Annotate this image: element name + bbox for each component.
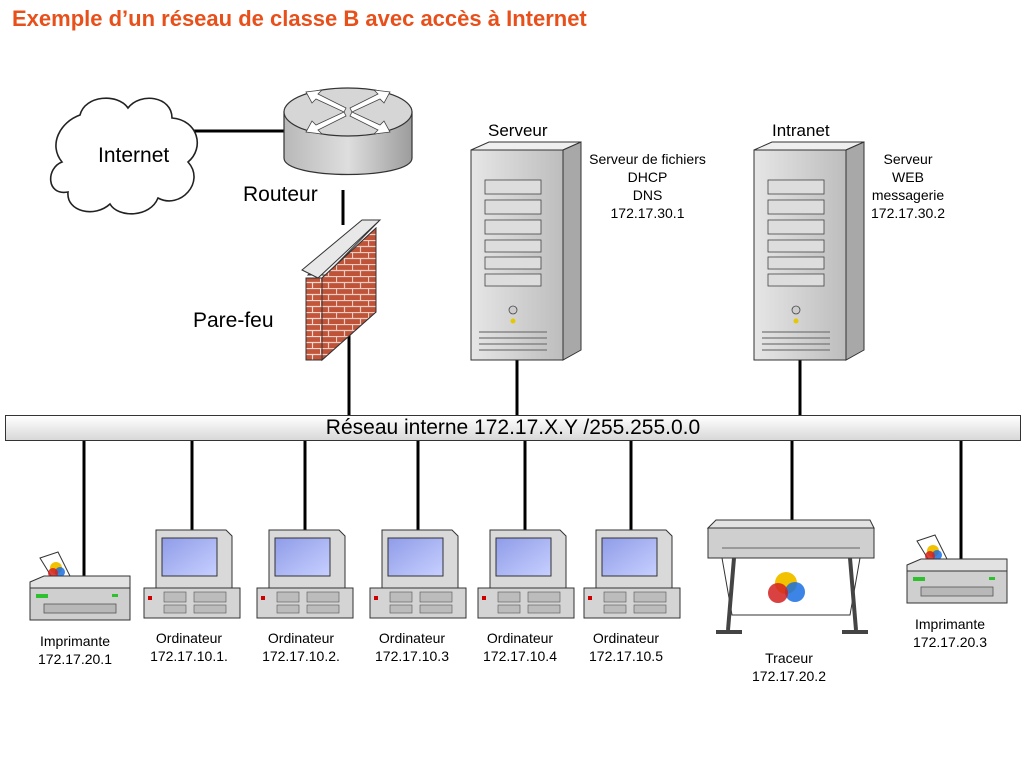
device-label-plotter: Traceur 172.17.20.2 <box>734 649 844 685</box>
page-title: Exemple d’un réseau de classe B avec acc… <box>12 6 587 31</box>
plotter-icon <box>706 519 875 634</box>
computer-icon-5 <box>583 529 681 619</box>
device-name: Ordinateur <box>155 630 223 646</box>
firewall-icon <box>301 219 382 362</box>
server-details: Serveur de fichiers DHCP DNS 172.17.30.1 <box>570 150 725 222</box>
device-label-computer-1: Ordinateur 172.17.10.1. <box>134 629 244 665</box>
device-name: Ordinateur <box>486 630 554 646</box>
device-name: Imprimante <box>914 616 986 632</box>
computer-icon-4 <box>477 529 575 619</box>
connection-lines <box>82 129 963 582</box>
device-name: Ordinateur <box>267 630 335 646</box>
device-ip: 172.17.20.3 <box>913 634 987 650</box>
internal-network-bus: Réseau interne 172.17.X.Y /255.255.0.0 <box>5 415 1021 441</box>
server-detail-line: Serveur de fichiers <box>589 151 706 167</box>
device-ip: 172.17.20.1 <box>38 651 112 667</box>
device-ip: 172.17.10.1. <box>150 648 228 664</box>
device-label-computer-4: Ordinateur 172.17.10.4 <box>465 629 575 665</box>
intranet-detail-line: Serveur <box>883 151 933 167</box>
server-detail-line: DNS <box>632 187 663 203</box>
intranet-detail-line: WEB <box>892 169 924 185</box>
server-title: Serveur <box>488 121 548 140</box>
internet-cloud-icon <box>49 97 198 215</box>
intranet-details: Serveur WEB messagerie 172.17.30.2 <box>858 150 958 222</box>
server-tower-icon <box>470 141 582 361</box>
device-label-computer-3: Ordinateur 172.17.10.3 <box>357 629 467 665</box>
device-ip: 172.17.10.2. <box>262 648 340 664</box>
server-ip: 172.17.30.1 <box>610 205 685 221</box>
device-name: Ordinateur <box>378 630 446 646</box>
computer-icon-2 <box>256 529 354 619</box>
device-name: Imprimante <box>39 633 111 649</box>
device-label-printer-2: Imprimante 172.17.20.3 <box>895 615 1005 651</box>
device-ip: 172.17.10.3 <box>375 648 449 664</box>
intranet-server-tower-icon <box>753 141 865 361</box>
firewall-label: Pare-feu <box>193 309 274 332</box>
device-ip: 172.17.10.5 <box>589 648 663 664</box>
device-label-computer-2: Ordinateur 172.17.10.2. <box>246 629 356 665</box>
device-label-computer-5: Ordinateur 172.17.10.5 <box>571 629 681 665</box>
server-detail-line: DHCP <box>627 169 668 185</box>
intranet-detail-line: messagerie <box>871 187 945 203</box>
router-label: Routeur <box>243 183 318 206</box>
internet-label: Internet <box>98 144 170 167</box>
device-ip: 172.17.20.2 <box>752 668 826 684</box>
device-label-printer-1: Imprimante 172.17.20.1 <box>20 632 130 668</box>
printer-icon-2 <box>906 534 1008 604</box>
printer-icon-1 <box>29 551 131 621</box>
device-ip: 172.17.10.4 <box>483 648 557 664</box>
device-name: Traceur <box>765 650 813 666</box>
device-name: Ordinateur <box>592 630 660 646</box>
intranet-title: Intranet <box>772 121 830 140</box>
computer-icon-1 <box>143 529 241 619</box>
computer-icon-3 <box>369 529 467 619</box>
router-icon <box>283 87 413 176</box>
intranet-ip: 172.17.30.2 <box>871 205 945 221</box>
